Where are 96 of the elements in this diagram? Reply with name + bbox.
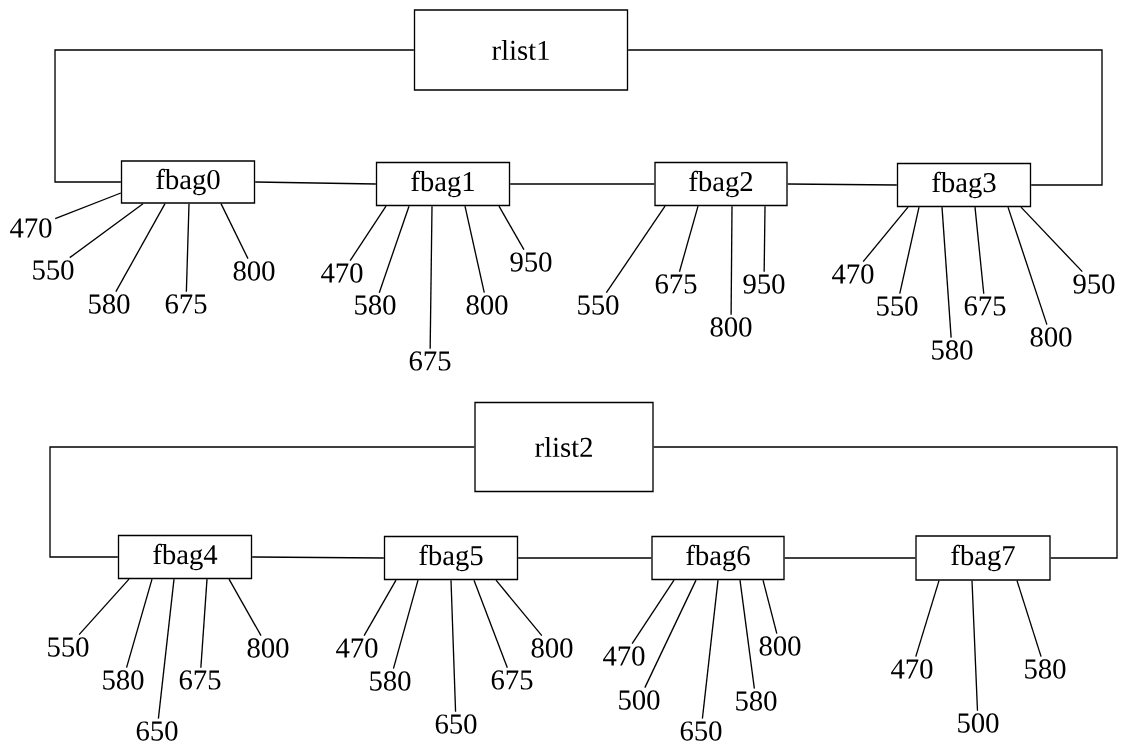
leader-line [363, 579, 397, 637]
value-label: 470 [336, 638, 378, 658]
value-label: 650 [435, 714, 477, 734]
leader-line [392, 579, 419, 670]
leader-line [631, 579, 675, 645]
value-label: 650 [136, 721, 178, 741]
leader-line [915, 580, 940, 658]
leader-line [157, 578, 175, 720]
value-label: 675 [165, 294, 207, 314]
value-label: 470 [832, 264, 874, 284]
leader-line [200, 578, 208, 669]
leader-line [974, 206, 985, 295]
leader-line [185, 203, 190, 293]
leader-line [1016, 580, 1042, 658]
value-label: 580 [932, 340, 973, 360]
value-label: 800 [247, 638, 289, 658]
connector-line [653, 446, 1118, 559]
value-label: 500 [958, 713, 999, 733]
value-label: 550 [877, 296, 918, 316]
value-label: 550 [33, 260, 74, 280]
value-label: 800 [466, 295, 508, 315]
bag-box: fbag6 [651, 535, 785, 581]
leader-line [605, 205, 666, 294]
leader-line [730, 205, 733, 316]
bag-box: fbag0 [120, 160, 256, 204]
leader-line [54, 192, 122, 220]
leader-line [862, 206, 909, 263]
leader-line [763, 205, 766, 273]
value-label: 675 [964, 296, 1006, 316]
leader-line [739, 579, 756, 690]
connector-line [254, 181, 377, 185]
leader-line [228, 578, 262, 637]
leader-line [69, 203, 144, 259]
value-label: 500 [619, 690, 660, 710]
value-label: 580 [89, 294, 130, 314]
leader-line [498, 205, 525, 251]
leader-line [78, 578, 130, 636]
leader-line [220, 203, 249, 260]
connector-line [627, 49, 1103, 186]
leader-line [125, 578, 153, 669]
record-box: rlist2 [474, 401, 654, 493]
leader-line [899, 206, 920, 295]
leader-line [473, 579, 508, 669]
value-label: 675 [179, 670, 221, 690]
value-label: 800 [710, 317, 752, 337]
value-label: 470 [10, 218, 52, 238]
connector-line [54, 49, 415, 183]
value-label: 470 [891, 659, 933, 679]
connector-line [251, 556, 385, 559]
value-label: 580 [1025, 659, 1066, 679]
leader-line [349, 205, 387, 262]
leader-line [495, 579, 543, 637]
bag-box: fbag4 [117, 534, 253, 580]
value-label: 470 [603, 646, 645, 666]
leader-line [429, 205, 433, 350]
leader-line [1020, 206, 1083, 273]
value-label: 800 [233, 261, 275, 281]
value-label: 950 [743, 274, 785, 294]
connector-line [509, 183, 655, 185]
value-label: 675 [655, 274, 697, 294]
connector-line [787, 183, 898, 186]
bag-box: fbag2 [654, 161, 788, 207]
value-label: 580 [355, 295, 396, 315]
value-label: 800 [759, 636, 801, 656]
connector-line [49, 446, 475, 558]
leader-line [701, 579, 719, 720]
bag-box: fbag7 [915, 535, 1051, 581]
value-label: 675 [491, 670, 533, 690]
value-label: 580 [736, 691, 777, 711]
leader-line [450, 579, 457, 713]
value-label: 950 [1073, 274, 1115, 294]
value-label: 550 [578, 295, 619, 315]
leader-line [644, 579, 697, 689]
value-label: 650 [680, 721, 722, 741]
leader-line [941, 206, 952, 339]
value-label: 470 [321, 263, 363, 283]
bag-box: fbag1 [375, 161, 511, 207]
leader-line [115, 203, 166, 293]
bag-box: fbag3 [896, 162, 1032, 208]
leader-line [678, 205, 699, 273]
bag-box: fbag5 [383, 535, 519, 581]
leader-line [971, 580, 979, 712]
value-label: 800 [1030, 327, 1072, 347]
value-label: 675 [409, 351, 451, 371]
value-label: 580 [370, 671, 411, 691]
connector-line [784, 557, 916, 559]
record-box: rlist1 [413, 9, 629, 91]
leader-line [464, 205, 485, 294]
leader-line [378, 205, 410, 294]
value-label: 550 [48, 637, 89, 657]
leader-line [762, 579, 778, 635]
leader-line [1007, 206, 1048, 326]
value-label: 950 [510, 252, 552, 272]
connector-line [517, 557, 652, 559]
value-label: 580 [103, 670, 144, 690]
value-label: 800 [531, 638, 573, 658]
